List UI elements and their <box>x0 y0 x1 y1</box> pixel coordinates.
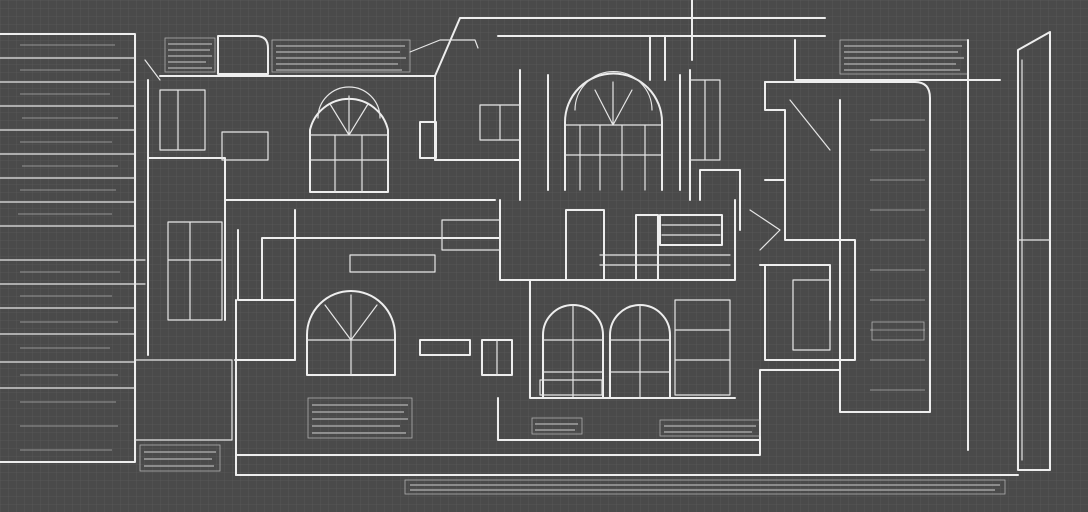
ground-lines <box>235 299 1019 476</box>
upper-arched-window-center <box>547 70 681 191</box>
left-legend-panel <box>0 33 233 463</box>
annotation-text-blocks <box>139 397 1006 495</box>
lower-arched-window-left <box>306 290 396 376</box>
upper-arched-window-left <box>309 86 389 193</box>
lower-arched-window-center <box>529 279 736 399</box>
far-right-columns <box>967 31 1051 471</box>
roof-framing-lines <box>159 0 969 161</box>
architectural-details <box>144 59 831 396</box>
